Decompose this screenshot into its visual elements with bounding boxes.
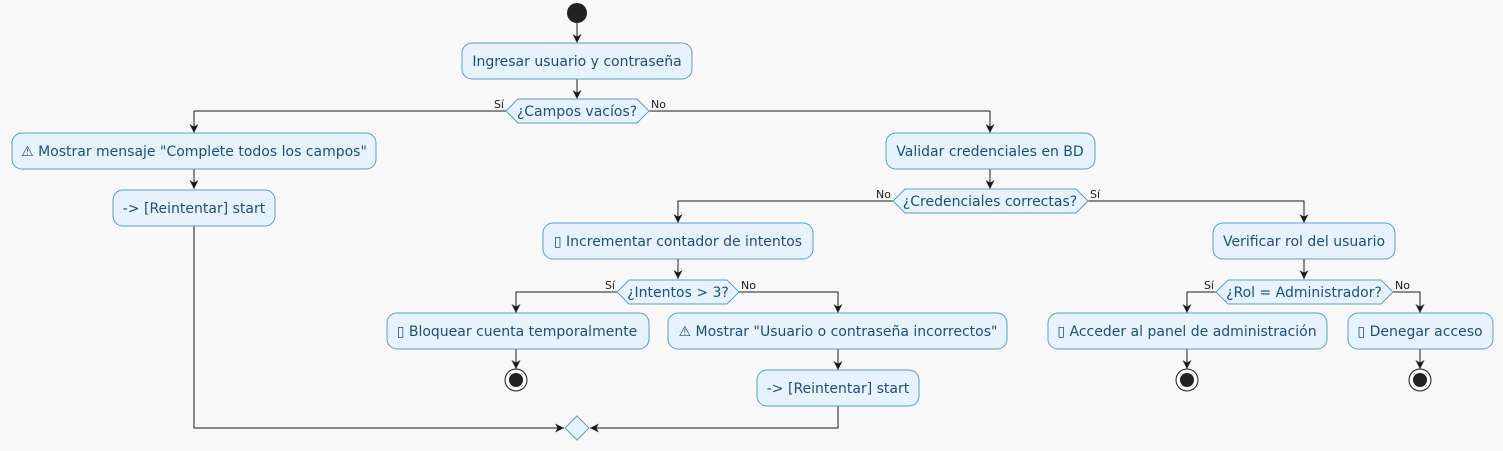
action-validar-credenciales: Validar credenciales en BD bbox=[885, 132, 1096, 170]
action-reintentar-mid-label: -> [Reintentar] start bbox=[767, 381, 910, 397]
action-acceder-panel-label: ▯ Acceder al panel de administración bbox=[1057, 324, 1316, 340]
action-reintentar-mid: -> [Reintentar] start bbox=[756, 369, 920, 407]
decision-intentos: ¿Intentos > 3? bbox=[616, 279, 740, 305]
edge-empty-no bbox=[649, 110, 995, 133]
action-mostrar-complete-label: ⚠ Mostrar mensaje "Complete todos los ca… bbox=[21, 144, 367, 160]
decision-intentos-label: ¿Intentos > 3? bbox=[627, 285, 729, 301]
end-node-deny bbox=[1408, 368, 1432, 392]
branch-label-empty-no: No bbox=[651, 98, 666, 111]
edge-attempts-yes bbox=[511, 291, 617, 313]
branch-label-attempts-yes: Sí bbox=[605, 279, 616, 292]
end-node-admin bbox=[1175, 368, 1199, 392]
end-node-block bbox=[504, 368, 528, 392]
action-verificar-rol: Verificar rol del usuario bbox=[1212, 222, 1396, 260]
action-acceder-panel: ▯ Acceder al panel de administración bbox=[1047, 312, 1328, 350]
start-node bbox=[567, 3, 587, 23]
edge-retry-mid-to-merge bbox=[590, 406, 839, 433]
decision-credenciales-label: ¿Credenciales correctas? bbox=[903, 194, 1077, 210]
action-bloquear-cuenta-label: ▯ Bloquear cuenta temporalmente bbox=[397, 324, 638, 340]
action-reintentar-left-label: -> [Reintentar] start bbox=[123, 201, 266, 217]
edge-role-no bbox=[1393, 291, 1425, 313]
branch-label-cred-no: No bbox=[876, 188, 891, 201]
decision-rol: ¿Rol = Administrador? bbox=[1215, 279, 1394, 305]
edge-cred-yes bbox=[1088, 200, 1309, 223]
edges bbox=[189, 23, 1425, 433]
branch-label-cred-yes: Sí bbox=[1090, 188, 1101, 201]
edge-cred-no bbox=[673, 200, 893, 223]
edge-attempts-no bbox=[739, 291, 843, 313]
action-denegar-acceso-label: ▯ Denegar acceso bbox=[1357, 324, 1482, 340]
action-incrementar-contador: ▯ Incrementar contador de intentos bbox=[542, 222, 814, 260]
edge-role-yes bbox=[1182, 291, 1216, 313]
action-validar-credenciales-label: Validar credenciales en BD bbox=[896, 144, 1083, 160]
action-ingresar-usuario-label: Ingresar usuario y contraseña bbox=[472, 54, 681, 70]
action-ingresar-usuario: Ingresar usuario y contraseña bbox=[461, 42, 693, 80]
branch-label-role-no: No bbox=[1395, 279, 1410, 292]
branch-label-role-yes: Sí bbox=[1204, 279, 1215, 292]
decision-rol-label: ¿Rol = Administrador? bbox=[1226, 285, 1382, 301]
edge-empty-yes bbox=[189, 110, 506, 133]
merge-node bbox=[564, 415, 590, 441]
action-incrementar-contador-label: ▯ Incrementar contador de intentos bbox=[554, 234, 802, 250]
action-mostrar-incorrectos: ⚠ Mostrar "Usuario o contraseña incorrec… bbox=[667, 312, 1008, 350]
decision-campos-vacios: ¿Campos vacíos? bbox=[505, 98, 650, 124]
decision-campos-vacios-label: ¿Campos vacíos? bbox=[517, 104, 637, 120]
action-denegar-acceso: ▯ Denegar acceso bbox=[1347, 312, 1494, 350]
edge-retry-left-to-merge bbox=[193, 226, 564, 433]
action-mostrar-incorrectos-label: ⚠ Mostrar "Usuario o contraseña incorrec… bbox=[679, 324, 998, 340]
action-verificar-rol-label: Verificar rol del usuario bbox=[1223, 234, 1385, 250]
branch-label-attempts-no: No bbox=[741, 279, 756, 292]
decision-credenciales: ¿Credenciales correctas? bbox=[892, 188, 1089, 214]
action-mostrar-complete: ⚠ Mostrar mensaje "Complete todos los ca… bbox=[11, 132, 377, 170]
action-reintentar-left: -> [Reintentar] start bbox=[112, 189, 276, 227]
branch-label-empty-yes: Sí bbox=[494, 98, 505, 111]
action-bloquear-cuenta: ▯ Bloquear cuenta temporalmente bbox=[386, 312, 650, 350]
